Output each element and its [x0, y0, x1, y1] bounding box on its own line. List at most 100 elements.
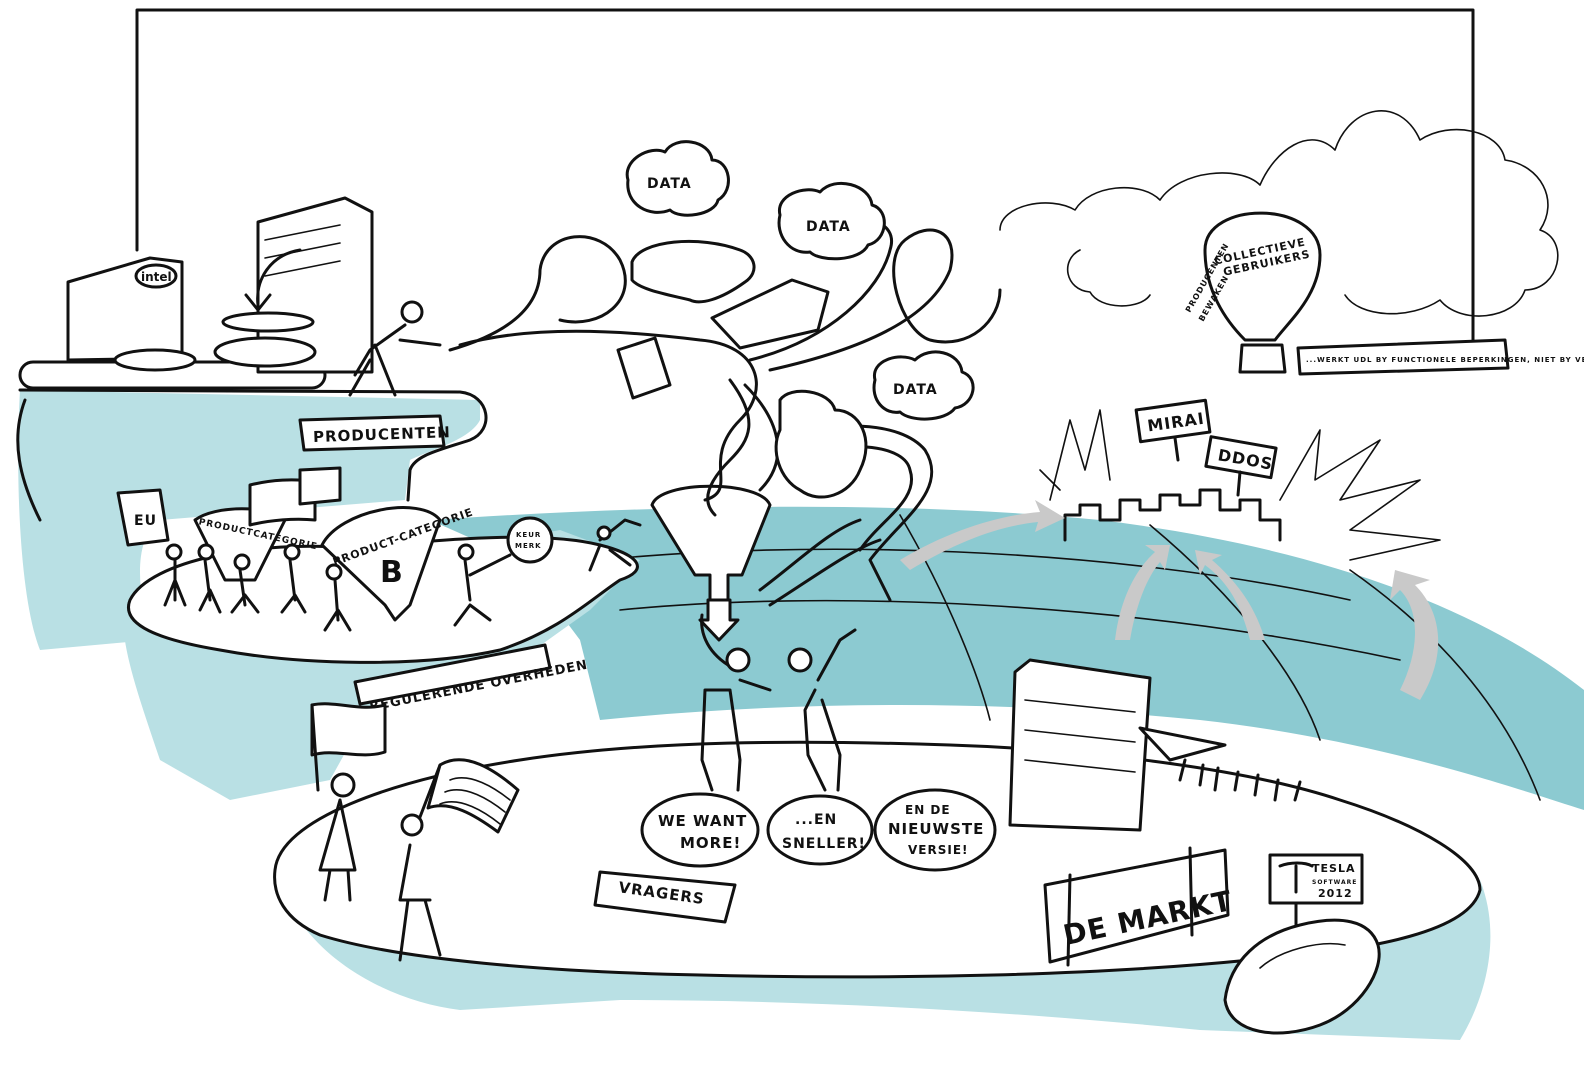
balloon-basket: [1238, 343, 1287, 374]
person-head: [400, 813, 424, 837]
producer-person-head: [400, 300, 424, 324]
regulators-label-scroll: [353, 643, 552, 706]
intel-logo-text: intel: [141, 270, 172, 284]
bubble-3-line-1: EN DE: [905, 803, 951, 817]
toy-bear: [774, 389, 868, 499]
explosion-right: [1279, 429, 1441, 561]
ribbon-arrow-icon: [448, 235, 758, 502]
producers-label: PRODUCENTEN: [313, 423, 451, 446]
market-sign: [1043, 848, 1230, 964]
building-line: [264, 242, 341, 259]
producer-cliff: [18, 390, 481, 650]
person-head: [165, 543, 183, 561]
bubble-3-line-3: VERSIE!: [908, 843, 969, 857]
balloon-banner-text: ...WERKT UDL BY FUNCTIONELE BEPERKINGEN,…: [1306, 356, 1584, 364]
building-line: [264, 260, 341, 277]
flow-arrow: [900, 500, 1065, 570]
flag-icon: [116, 488, 170, 547]
flow-arrow: [1390, 570, 1439, 700]
keurmerk-seal-text-1: KEUR: [516, 531, 541, 539]
us-flag-icon: [426, 758, 520, 834]
eu-flag-text: EU: [134, 513, 157, 529]
regulator-people: [163, 553, 512, 632]
demander-woman-1: [700, 613, 772, 792]
speech-bubble: [873, 788, 997, 872]
cloud-icon: [872, 350, 975, 421]
car-windshield: [1259, 942, 1346, 969]
bubble-3-line-2: NIEUWSTE: [888, 820, 984, 838]
person-head: [457, 543, 475, 561]
tesla-year: 2012: [1318, 887, 1353, 900]
sign-icon: [1204, 435, 1278, 480]
car-icon: [1223, 918, 1381, 1035]
producer-cliff-edge: [18, 388, 488, 502]
data-cloud-3-text: DATA: [893, 382, 938, 398]
market-crowd: [1178, 758, 1302, 802]
producer-person-body: [348, 323, 442, 397]
flag-pole: [310, 703, 320, 792]
paper-plane-icon: [1138, 726, 1227, 762]
funnel-output-arrow: [698, 598, 740, 642]
keurmerk-seal: [506, 516, 554, 564]
person-head: [325, 563, 343, 581]
building-line: [264, 224, 341, 241]
regulator-funnel-2-letter: B: [380, 555, 404, 590]
person-head: [725, 647, 751, 673]
picture-frame: [135, 8, 1475, 362]
person-head: [283, 543, 301, 561]
data-cloud-2-text: DATA: [806, 219, 851, 235]
flow-arrow: [1195, 550, 1265, 640]
us-flag-stripes: [439, 777, 511, 825]
globe-gridline: [899, 514, 991, 721]
person-head: [787, 647, 813, 673]
sign-post: [1188, 846, 1194, 937]
producer-cliff-side: [16, 398, 42, 522]
speech-bubble: [640, 792, 760, 868]
bubble-2-line-2: SNELLER!: [782, 836, 866, 852]
intel-logo: [134, 263, 178, 289]
funnel-icon: [320, 506, 442, 622]
cloud-icon: [625, 140, 730, 217]
building-line: [1024, 759, 1136, 773]
cloud-bank: [999, 110, 1559, 317]
arrow-icon: [244, 248, 302, 312]
globe-gridline: [1349, 569, 1541, 801]
tesla-brand: TESLA: [1312, 862, 1355, 875]
woman-with-flag: [318, 798, 357, 902]
demander-woman-2: [803, 628, 857, 792]
building-icon: [1008, 658, 1152, 832]
phone-device: [616, 336, 672, 400]
cloud-icon: [777, 181, 886, 261]
person-head: [197, 543, 215, 561]
cloud-bank-2: [1066, 249, 1151, 307]
person-head: [233, 553, 251, 571]
city-skyline: [1063, 488, 1282, 542]
building-line: [1024, 729, 1136, 743]
producers-label-scroll: [298, 414, 446, 452]
bubble-1-line-2: MORE!: [680, 834, 741, 852]
flag-icon: [310, 702, 387, 757]
flag-icon: [298, 466, 342, 506]
keyboard-device: [710, 278, 830, 350]
bubble-1-line-1: WE WANT: [658, 812, 747, 830]
tesla-line: SOFTWARE: [1312, 879, 1357, 886]
bowl-icon: [221, 311, 315, 333]
explosion-left: [1039, 409, 1111, 501]
balloon-banner: [1296, 338, 1510, 376]
person-head: [596, 525, 612, 541]
person-head: [330, 772, 356, 798]
tesla-logo-icon: [1278, 861, 1314, 894]
sign-post: [1066, 873, 1072, 967]
balloon-icon: [1203, 211, 1322, 342]
building-line: [1024, 699, 1136, 713]
bowl-icon: [113, 348, 197, 372]
flow-arrow: [1115, 545, 1170, 640]
sign-pole: [1236, 470, 1242, 497]
data-cloud-1-text: DATA: [647, 176, 692, 192]
ribbon-arrow-icon: [758, 518, 882, 607]
demanders-label-scroll: [593, 870, 737, 924]
woman-with-us-flag: [398, 843, 442, 962]
bubble-2-line-1: ...EN: [795, 812, 837, 828]
car-icon: [630, 239, 756, 304]
speech-bubble: [766, 794, 874, 866]
